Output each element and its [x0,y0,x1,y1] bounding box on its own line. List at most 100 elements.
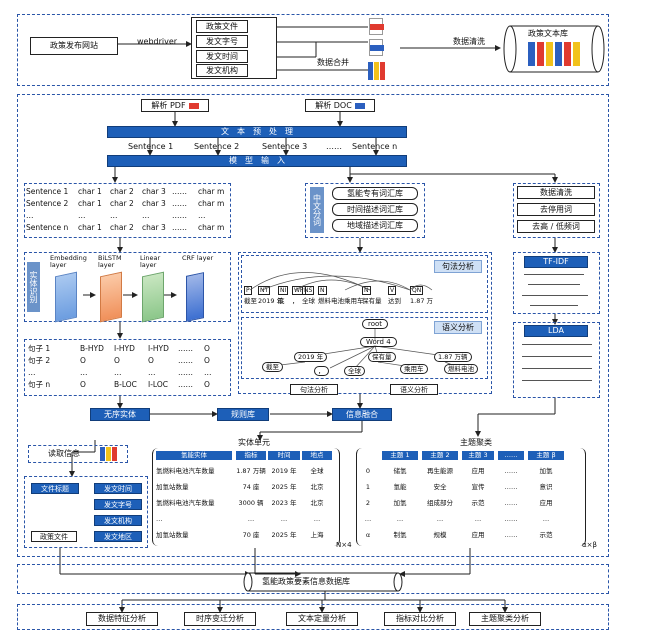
lda-formula [520,341,594,393]
field-issuer: 发文机构 [196,64,248,77]
analysis-section [17,604,609,630]
tag-grid-cell: O [204,344,210,353]
tag-grid-cell: …… [178,356,193,365]
char-grid-cell: char 2 [110,187,134,196]
topic-table-cell: 安全 [433,483,447,491]
crawler-label: webdriver [137,37,178,46]
entity-table-cell: 加氢站数量 [156,531,189,539]
linear-layer-block [142,271,164,323]
char-grid-cell: …… [172,211,187,220]
tag-grid-frame [24,339,231,396]
topic-table-cell: 规模 [433,531,447,539]
tag-grid-cell: 句子 2 [28,356,51,365]
char-grid-cell: … [78,211,86,220]
semantic-node: ， [314,366,329,376]
entity-table-cell: 2025 年 [271,483,297,491]
tag-grid-cell: … [148,368,156,377]
syntax-frame [238,252,492,394]
tag-grid-cell: O [80,356,86,365]
topic-table-cell: 氢能 [393,483,407,491]
tag-grid-cell: B-HYD [80,344,104,353]
topic-table-cell: 储氢 [393,467,407,475]
clean-frame [513,183,600,238]
syntax-word: 达到 [388,297,401,305]
dict-time: 时间描述词汇库 [332,203,418,216]
word-icon [354,102,365,109]
library-title: 政策文本库 [528,29,568,38]
embedding-layer-block [55,271,77,323]
topic-table-cell: …… [504,515,518,523]
database-label: 氢能政策要素信息数据库 [262,577,350,586]
tag-grid-cell: 句子 1 [28,344,51,353]
form-number-field: 发文字号 [94,499,142,510]
syntax-word: 全球 [302,297,315,305]
bilstm-layer-block [100,271,122,323]
analysis-text-quant: 文本定量分析 [286,612,358,626]
topic-table-header: 主题 1 [382,451,418,460]
topic-table-cell: … [436,515,444,523]
topic-table-dim: α×β [582,541,597,549]
entity-table-dim: N×4 [336,541,352,549]
entity-table-cell: … [280,515,288,523]
char-grid-cell: char 3 [142,223,166,232]
syntax-inner [241,255,488,313]
sentence-3: Sentence 3 [262,142,308,151]
fields-frame [191,17,277,79]
parse-doc-label: 解析 DOC [315,100,352,110]
unordered-entity-label: 无序实体 [90,408,150,421]
syntax-word: 燃料电池乘用车 [318,297,364,305]
char-grid-frame [24,183,231,238]
topic-table-cell: 应用 [471,467,485,475]
sentence-1: Sentence 1 [128,142,174,151]
topic-table-cell: 2 [365,499,371,507]
sem-word4: Word 4 [360,337,397,347]
processing-section [17,94,609,557]
topic-table-cell: … [396,515,404,523]
form-time-field: 发文时间 [94,483,142,494]
tag-grid-cell: O [204,380,210,389]
parse-pdf-label: 解析 PDF [151,100,186,110]
field-doc-number: 发文字号 [196,35,248,48]
semantic-node: 全球 [344,366,365,376]
topic-table-cell: …… [504,467,518,475]
char-grid-cell: char 2 [110,199,134,208]
stacked-files-icon [368,62,386,80]
pos-tag: NS [302,286,315,295]
dict-hydrogen: 氢能专有词汇库 [332,187,418,200]
form-title-field: 文件标题 [31,483,79,494]
entity-table-header: 指标 [236,451,266,460]
embedding-layer-label: Embedding layer [50,254,87,269]
crf-layer-label: CRF layer [182,254,214,262]
topic-table-cell: 意识 [539,483,553,491]
entity-table-cell: 2025 年 [271,531,297,539]
char-grid-cell: … [110,211,118,220]
entity-table-frame [152,448,340,546]
semantic-node: 2019 年 [294,352,328,362]
topic-table-cell: … [542,515,550,523]
char-grid-cell: char 3 [142,187,166,196]
topic-table-cell: …… [504,483,518,491]
ner-frame [24,252,231,322]
topic-table-cell: 再生能源 [427,467,453,475]
char-grid-cell: char m [198,223,225,232]
ner-label: 实体识别 [27,262,40,312]
bilstm-layer-label: BiLSTM layer [98,254,122,269]
tag-grid-cell: 句子 n [28,380,51,389]
tag-grid-cell: I-HYD [148,344,169,353]
segment-frame [305,183,425,238]
tag-grid-cell: …… [178,380,193,389]
topic-table-cell: 加氢 [393,499,407,507]
syntax-word: 底 [278,297,285,305]
topic-table-cell: 组成部分 [427,499,453,507]
tag-grid-cell: O [114,356,120,365]
char-grid-cell: … [142,211,150,220]
entity-table-title: 实体单元 [238,438,270,447]
lda-frame [513,322,600,398]
char-grid-cell: …… [172,187,187,196]
clean-label: 数据清洗 [453,37,485,46]
topic-table-cell: 1 [365,483,371,491]
char-grid-cell: char 1 [78,223,102,232]
entity-table-header: 时间 [268,451,300,460]
pos-tag: NT [258,286,271,295]
entity-table-cell: 2019 年 [271,467,297,475]
